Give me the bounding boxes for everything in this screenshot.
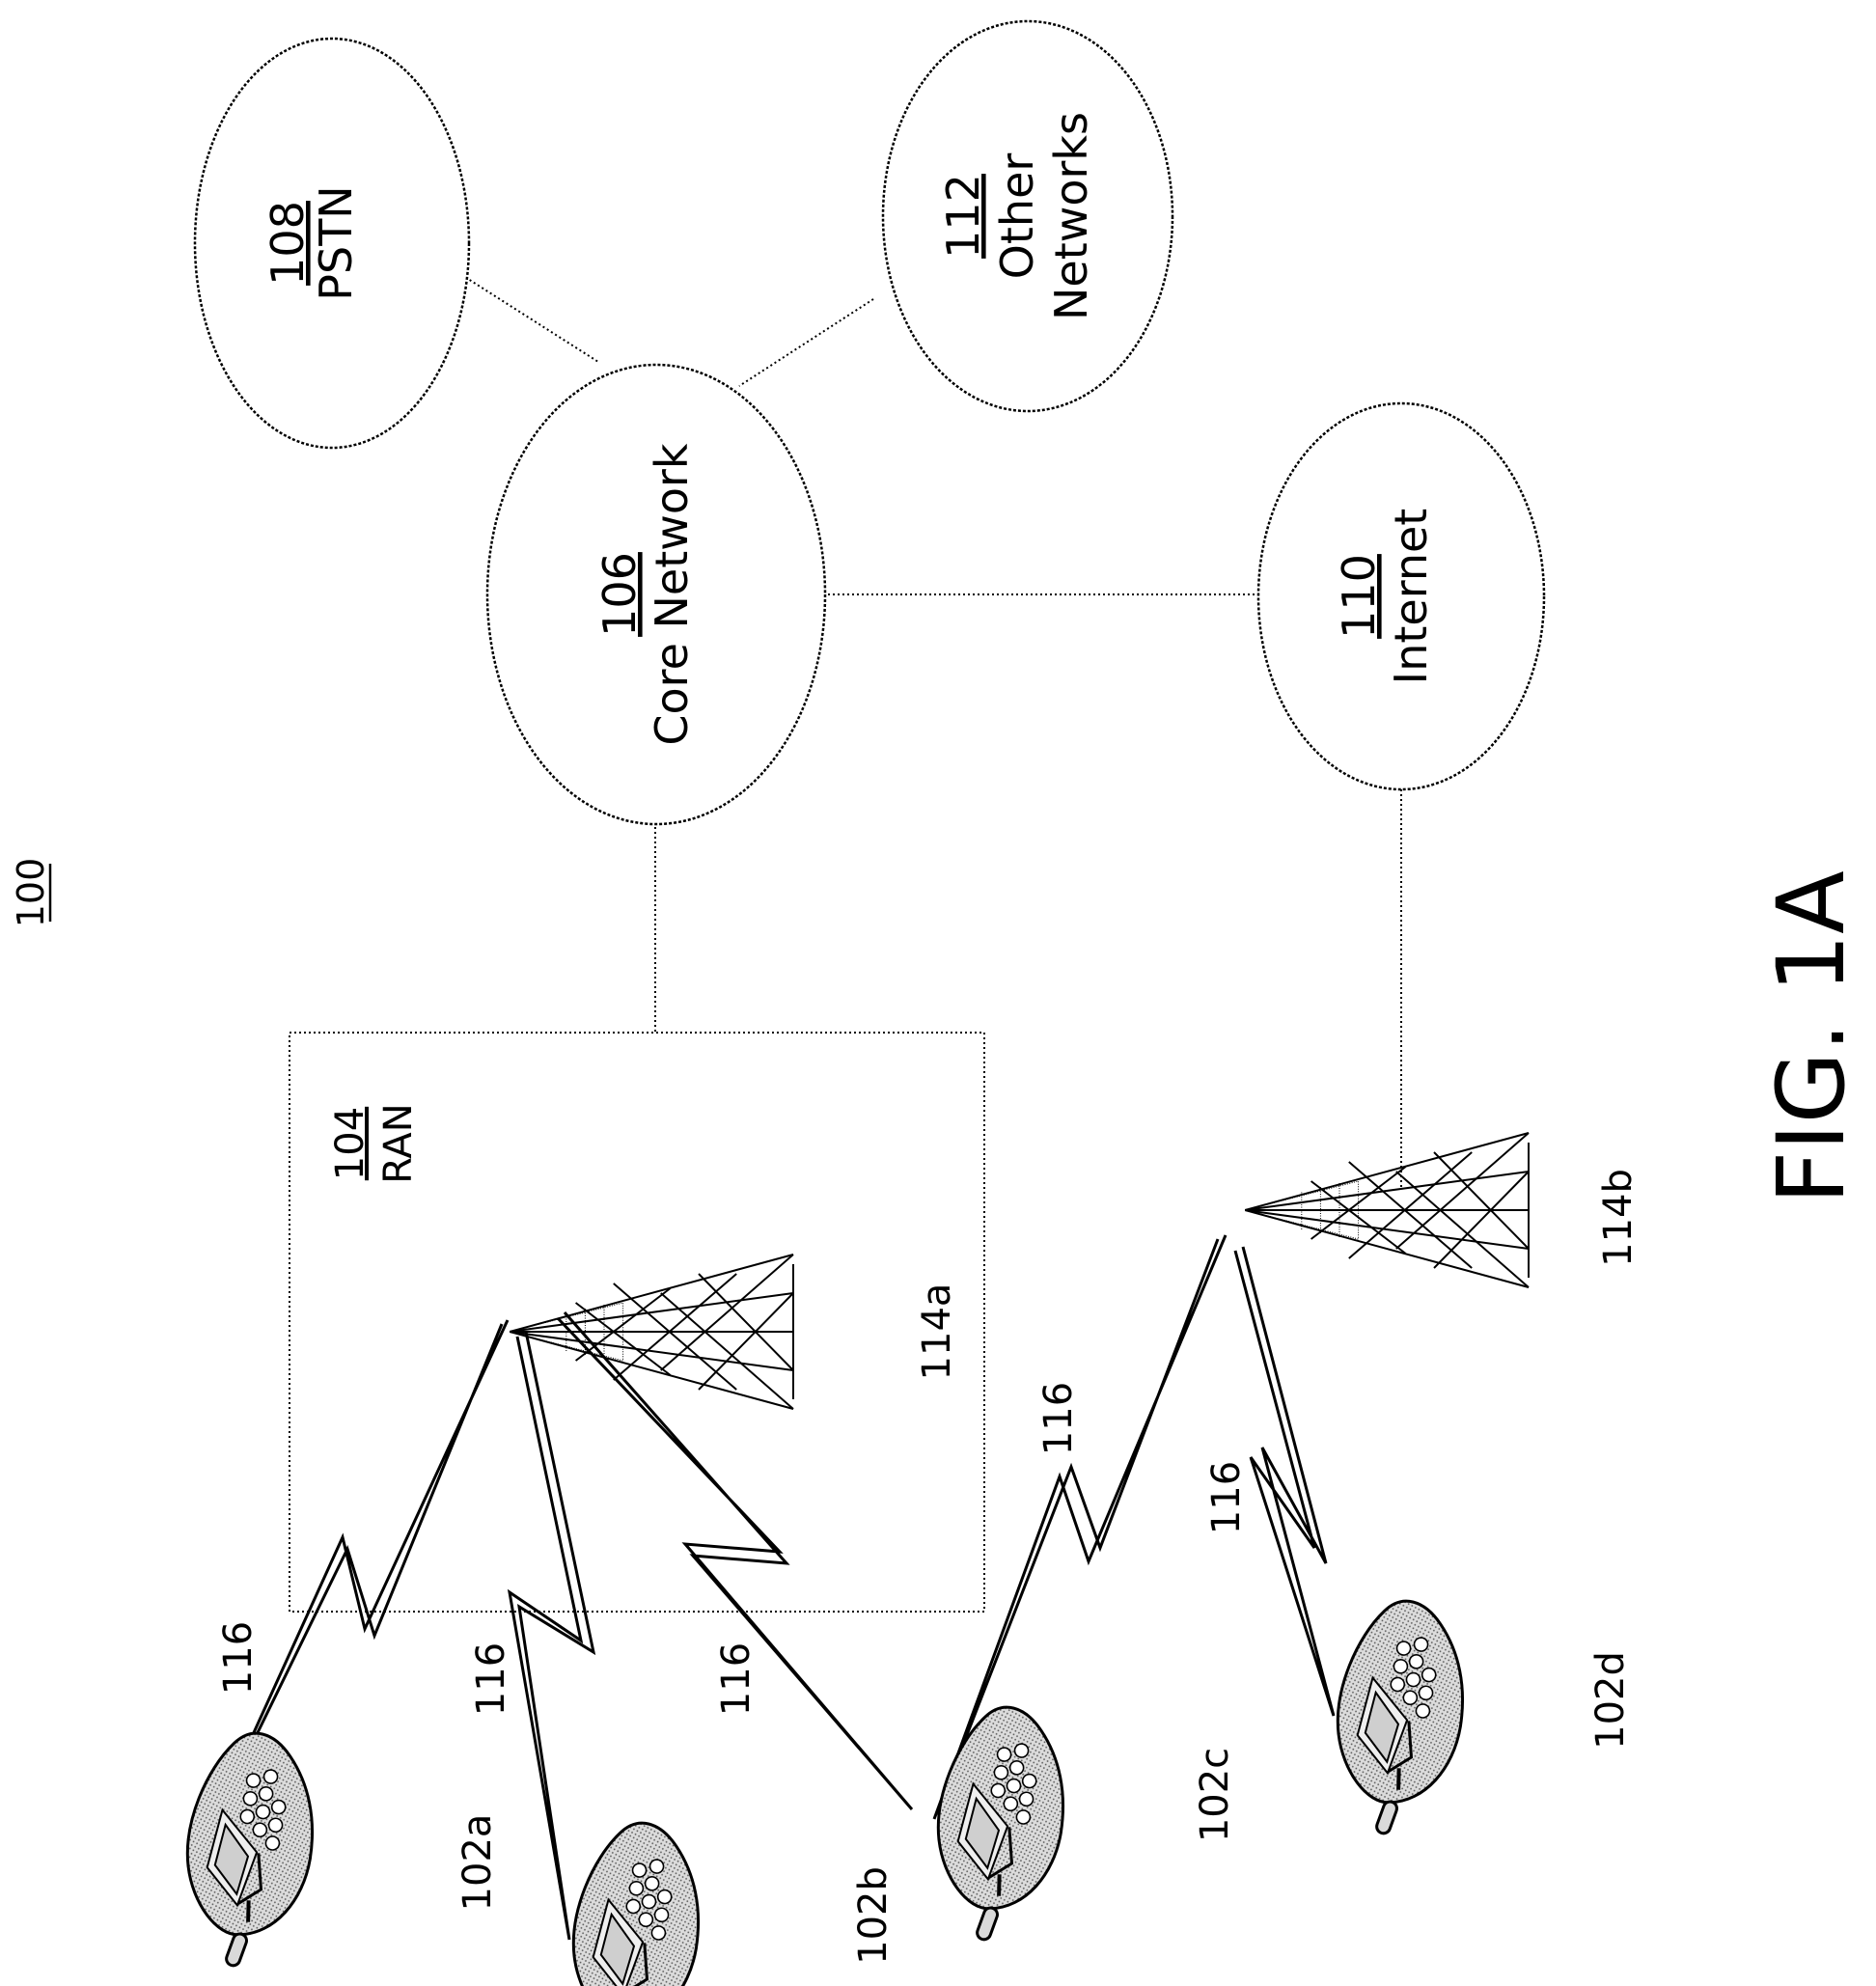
ran-name: RAN [376, 1103, 421, 1183]
phone-102a-label: 102a [455, 1814, 500, 1912]
bolt-114b-102d [1235, 1247, 1334, 1716]
internet-ref: 110 [1333, 554, 1385, 639]
figure-caption: FIG. 1A [1757, 870, 1865, 1204]
tower-114a-icon [510, 1255, 793, 1409]
other-networks-name-1: Other [991, 153, 1043, 280]
bolt-114a-102b [510, 1332, 593, 1940]
cloud-internet: 110 Internet [1258, 403, 1544, 789]
air-interface-label-2: 116 [469, 1642, 513, 1716]
cloud-other-networks: 112 Other Networks [883, 21, 1172, 411]
cloud-pstn: 108 PSTN [195, 39, 469, 448]
air-interface-links [203, 1235, 1334, 1940]
phone-102c-icon [886, 1695, 1108, 1952]
other-networks-ref: 112 [937, 174, 989, 259]
air-interface-label-5: 116 [1204, 1461, 1249, 1534]
pstn-name: PSTN [310, 185, 362, 300]
system-ref-label: 100 [10, 858, 52, 928]
air-interface-label-1: 116 [216, 1621, 261, 1695]
phone-102d-icon [1285, 1588, 1507, 1846]
phone-102b-label: 102b [851, 1866, 896, 1965]
core-network-name: Core Network [646, 443, 698, 746]
link-other-core [739, 299, 873, 386]
tower-114b-label: 114b [1596, 1169, 1641, 1267]
core-network-ref: 106 [593, 552, 646, 637]
cloud-core-network: 106 Core Network [487, 365, 825, 824]
internet-name: Internet [1385, 509, 1437, 685]
ran-box: 104 RAN [290, 1033, 984, 1612]
pstn-ref: 108 [262, 201, 314, 286]
tower-114b-icon [1245, 1133, 1529, 1287]
ran-ref: 104 [328, 1107, 372, 1180]
air-interface-label-3: 116 [714, 1642, 759, 1716]
phone-102c-label: 102c [1193, 1748, 1237, 1842]
phone-102d-label: 102d [1588, 1651, 1633, 1750]
link-pstn-core [457, 272, 598, 362]
other-networks-name-2: Networks [1045, 112, 1097, 320]
air-interface-label-4: 116 [1036, 1382, 1081, 1455]
tower-114a-label: 114a [915, 1283, 959, 1381]
phone-102a-icon [135, 1721, 357, 1978]
